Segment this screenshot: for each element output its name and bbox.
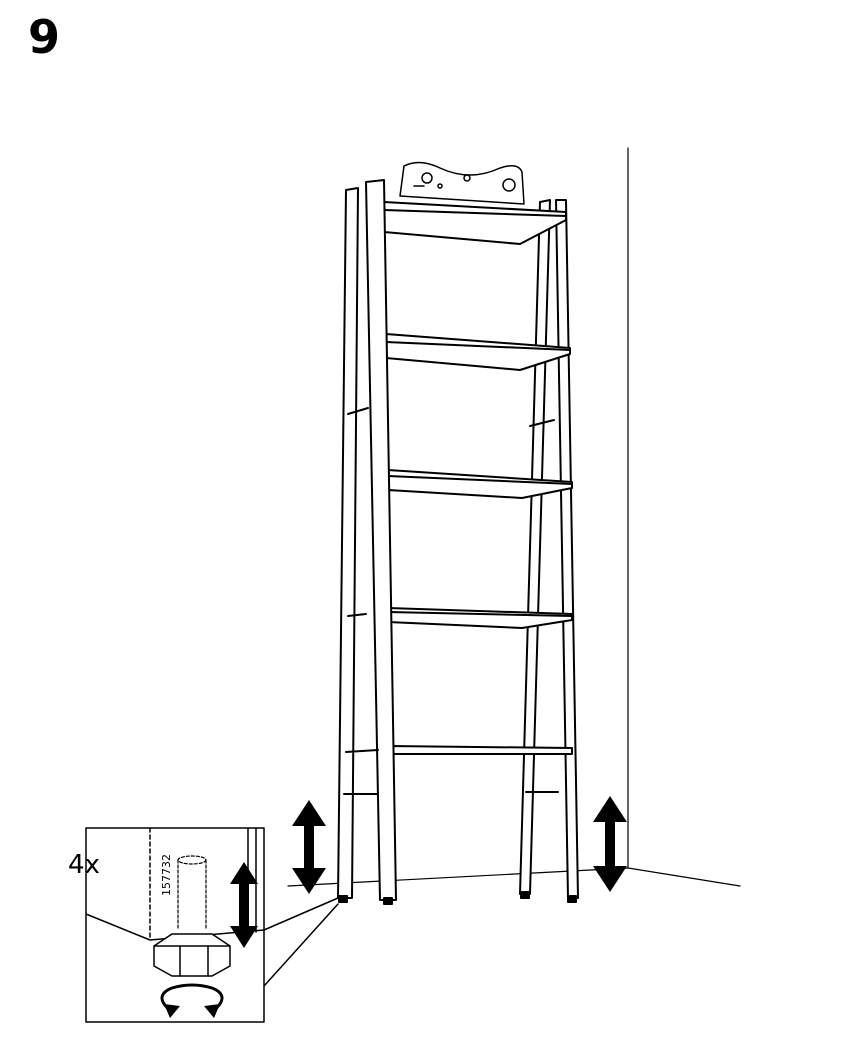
front-uprights: [338, 180, 396, 900]
wall-bracket: [400, 162, 524, 204]
adjustable-feet: [339, 892, 576, 904]
quantity-label: 4x: [68, 850, 100, 880]
double-arrow-icon: [292, 800, 326, 894]
back-uprights: [520, 200, 578, 898]
part-number: 157732: [160, 854, 173, 896]
double-arrow-icon: [593, 796, 627, 892]
detail-callout: [86, 828, 338, 1022]
